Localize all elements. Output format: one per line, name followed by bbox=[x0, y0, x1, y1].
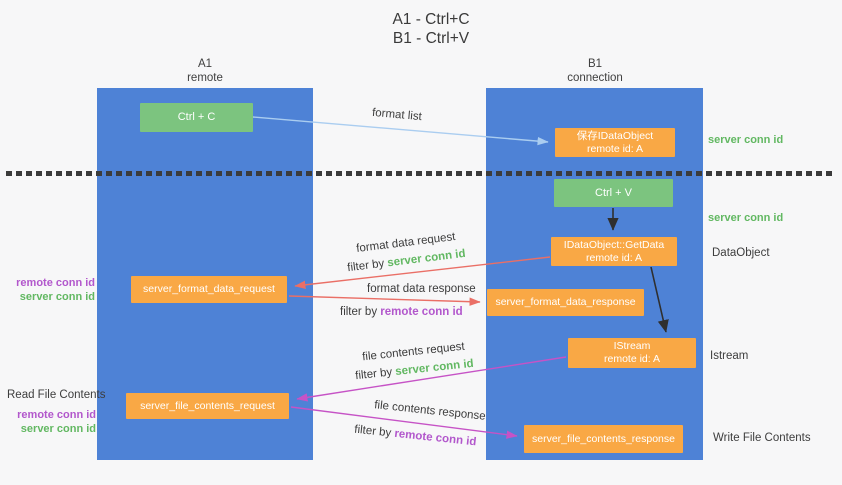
node-idataobject-getdata: IDataObject::GetData remote id: A bbox=[551, 237, 677, 266]
label-filter-by-remote-conn-1: filter by remote conn id bbox=[340, 305, 463, 319]
annotation-remote-conn-id: remote conn id bbox=[16, 277, 95, 289]
lane-a1-header: A1 remote bbox=[155, 58, 255, 85]
filter-value-server-conn-id: server conn id bbox=[386, 247, 467, 270]
node-server-format-data-request: server_format_data_request bbox=[131, 276, 287, 303]
node-ctrl-c-label: Ctrl + C bbox=[177, 111, 216, 123]
node-format-response-label: server_format_data_response bbox=[495, 296, 636, 308]
lane-b1-header: B1 connection bbox=[545, 58, 645, 85]
node-format-request-label: server_format_data_request bbox=[143, 283, 275, 295]
annotation-write-file-contents: Write File Contents bbox=[713, 432, 811, 444]
node-save-dataobject-line1: 保存IDataObject bbox=[576, 129, 654, 142]
annotation-remote-conn-id: remote conn id bbox=[17, 409, 96, 421]
label-file-contents-response: file contents response bbox=[373, 399, 487, 423]
title-line-a1: A1 - Ctrl+C bbox=[392, 11, 470, 28]
annotation-server-conn-id-mid: server conn id bbox=[708, 212, 784, 224]
node-save-dataobject-line2: remote id: A bbox=[586, 142, 644, 155]
annotation-server-conn-id: server conn id bbox=[20, 422, 96, 435]
filter-prefix: filter by bbox=[354, 366, 396, 383]
annotation-istream: Istream bbox=[710, 350, 749, 362]
lane-b1-role: connection bbox=[567, 71, 623, 84]
filter-prefix: filter by bbox=[353, 423, 396, 440]
node-getdata-line1: IDataObject::GetData bbox=[563, 238, 665, 251]
diagram-title: A1 - Ctrl+C B1 - Ctrl+V bbox=[331, 10, 531, 48]
filter-prefix: filter by bbox=[346, 257, 389, 275]
annotation-format-conn-ids: remote conn id server conn id bbox=[0, 277, 95, 304]
annotation-read-file-contents: Read File Contents bbox=[7, 389, 106, 401]
filter-value-server-conn-id: server conn id bbox=[394, 357, 475, 378]
annotation-server-conn-id: server conn id bbox=[19, 290, 95, 303]
node-getdata-line2: remote id: A bbox=[585, 251, 643, 264]
lane-a1-name: A1 bbox=[197, 58, 213, 70]
node-server-file-contents-response: server_file_contents_response bbox=[524, 425, 683, 453]
annotation-server-conn-id-top: server conn id bbox=[708, 134, 784, 146]
annotation-dataobject: DataObject bbox=[712, 247, 770, 259]
session-divider-dotted-line bbox=[6, 171, 836, 176]
lane-a1-role: remote bbox=[187, 71, 223, 84]
node-server-format-data-response: server_format_data_response bbox=[487, 289, 644, 316]
node-istream: IStream remote id: A bbox=[568, 338, 696, 368]
node-istream-line1: IStream bbox=[613, 340, 651, 352]
filter-value-remote-conn-id: remote conn id bbox=[393, 427, 477, 449]
node-ctrl-c: Ctrl + C bbox=[140, 103, 253, 132]
label-filter-by-remote-conn-2: filter by remote conn id bbox=[354, 423, 477, 450]
label-format-data-response: format data response bbox=[367, 283, 476, 295]
node-save-dataobject: 保存IDataObject remote id: A bbox=[555, 128, 675, 157]
label-format-list: format list bbox=[371, 106, 423, 124]
node-ctrl-v: Ctrl + V bbox=[554, 179, 673, 207]
node-ctrl-v-label: Ctrl + V bbox=[595, 186, 632, 199]
annotation-file-conn-ids: remote conn id server conn id bbox=[0, 409, 96, 436]
lane-b1-name: B1 bbox=[587, 58, 603, 70]
arrow-format-data-response bbox=[288, 295, 481, 306]
filter-value-remote-conn-id: remote conn id bbox=[380, 306, 463, 318]
node-istream-line2: remote id: A bbox=[603, 353, 661, 365]
node-file-request-label: server_file_contents_request bbox=[140, 399, 275, 412]
node-file-response-label: server_file_contents_response bbox=[531, 432, 675, 445]
title-line-b1: B1 - Ctrl+V bbox=[392, 30, 470, 47]
node-server-file-contents-request: server_file_contents_request bbox=[126, 393, 289, 419]
filter-prefix: filter by bbox=[340, 306, 381, 318]
